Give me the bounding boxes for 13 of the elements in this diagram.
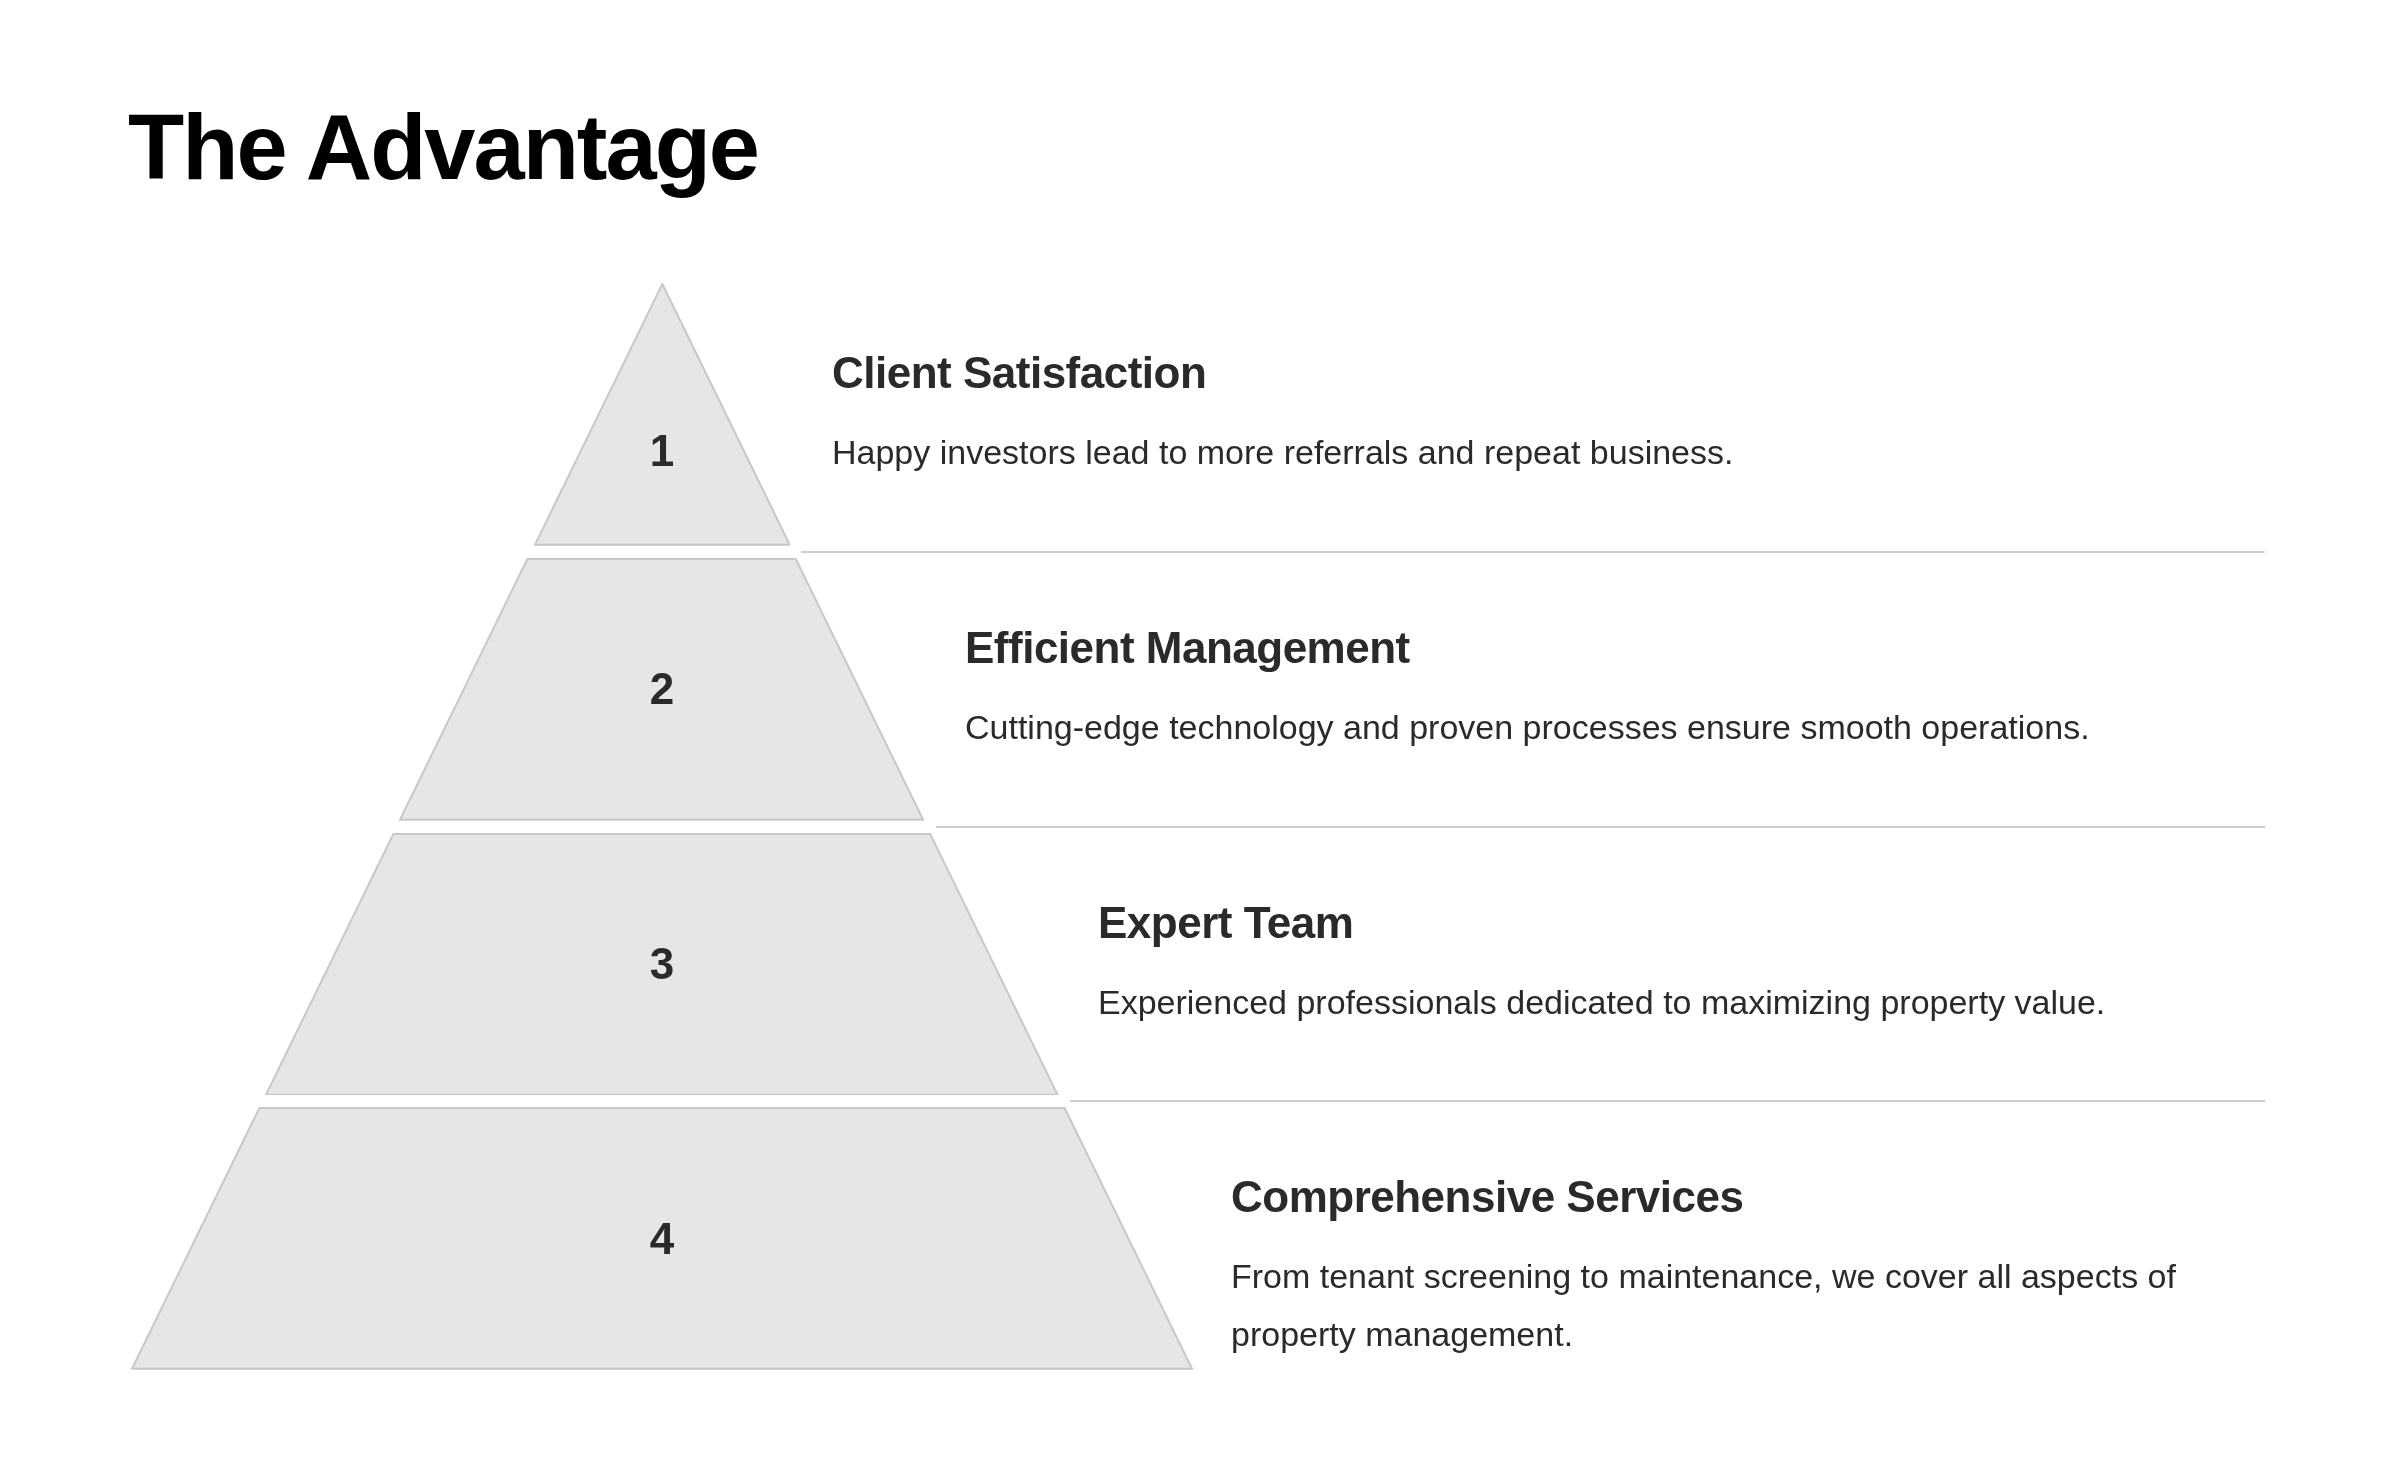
tier-heading: Client Satisfaction — [832, 348, 1207, 398]
tier-number: 2 — [649, 664, 675, 715]
tier-description: From tenant screening to maintenance, we cover all aspects of property management. — [1231, 1256, 2177, 1356]
title: The Advantage — [128, 95, 759, 200]
tier-number: 4 — [649, 1213, 675, 1264]
tier-number: 1 — [649, 426, 675, 477]
tier-description: Experienced professionals dedicated to maximizing property value. — [1098, 981, 2107, 1023]
tier-heading: Efficient Management — [965, 622, 1410, 673]
tier-description: Happy investors lead to more referrals and repeat business. — [832, 432, 1735, 473]
tier-heading: Comprehensive Services — [1231, 1172, 1744, 1223]
tier-number: 3 — [649, 938, 675, 989]
tier-heading: Expert Team — [1098, 897, 1354, 948]
tier-description: Cutting-edge technology and proven processes ensure smooth operations. — [965, 706, 2091, 748]
